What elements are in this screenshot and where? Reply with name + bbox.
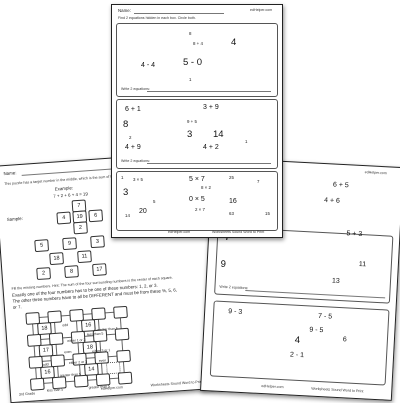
equation-box[interactable]: 6 + 1 3 + 9 8 9 + 5 3 14 2 1 4 + 9 4 + 2… (116, 99, 278, 169)
equation-term: 2 - 1 (289, 351, 305, 360)
equation-term: 20 (139, 208, 147, 215)
equation-term: 2 (129, 135, 132, 140)
equation-term: 25 (229, 175, 234, 180)
footer-site: edHelper.com (168, 230, 191, 234)
write-equations-label: Write 2 equations: (121, 87, 150, 91)
answer-cell[interactable] (114, 327, 130, 341)
equation-term: 8 (123, 119, 129, 130)
equation-term: 3 (123, 187, 129, 198)
brand-label: edHelper.com (250, 8, 273, 12)
instructions: Find 2 equations hidden in each box. Cir… (118, 16, 196, 20)
equation-box[interactable]: 6 + 5 4 + 6 5 + 3 7 9 13 11 Write 2 equa… (214, 181, 394, 304)
footer-tagline: Worksheets Sound Word to Print (212, 230, 265, 234)
name-line (134, 13, 224, 14)
example-equation: 7 + 2 + 6 + 4 = 19 (53, 191, 88, 199)
footer-tagline: Worksheets Sound Word to Print (311, 386, 364, 394)
equation-box[interactable]: 9 - 3 7 - 5 9 - 5 4 2 - 1 6 (209, 300, 390, 386)
equation-term: 9 (220, 258, 227, 270)
hint-label: less than 5 (46, 387, 64, 393)
equation-term: 1 (189, 77, 192, 82)
sample-cell: 9 (62, 237, 77, 251)
example-cell: 2 (73, 221, 88, 235)
hint-label: odd (62, 322, 69, 328)
worksheet-equations-top[interactable]: Name: edHelper.com Find 2 equations hidd… (111, 4, 283, 238)
equation-term: 5 (153, 199, 156, 204)
equation-term: 5 × 7 (189, 176, 205, 183)
equation-term: 1 (245, 139, 248, 144)
equation-term: 4 + 2 (203, 144, 219, 151)
equation-term: 6 + 5 (332, 181, 349, 190)
puzzle-grid: 18 16 odd greater than 5 less than 5 eit… (25, 305, 133, 393)
sample-cell: 3 (90, 235, 105, 249)
equation-term: 7 - 5 (317, 312, 333, 321)
equation-term: 0 × 5 (189, 196, 205, 203)
equation-term: 8 (189, 31, 192, 36)
equation-term: 3 (187, 129, 193, 140)
sample-cell: 5 (34, 239, 50, 253)
equation-term: 9 + 5 (187, 119, 197, 124)
equation-term: 8 × 2 (201, 185, 211, 190)
write-equations-label: Write 2 equations: (219, 284, 249, 291)
equation-term: 3 × 5 (133, 177, 143, 182)
sample-cell: 8 (64, 265, 79, 279)
footer-tagline: Worksheets Sound Word to Print (150, 379, 203, 388)
hint-label: even (64, 349, 72, 355)
equation-term: 9 - 5 (309, 326, 324, 335)
sample-cell: 17 (92, 263, 107, 277)
sample-cell: 11 (77, 250, 92, 264)
write-equations-label: Write 2 equations: (121, 159, 150, 163)
equation-term: 15 (265, 211, 270, 216)
equation-term: 14 (125, 213, 130, 218)
equation-box[interactable]: 8 4 8 + 4 4 - 4 5 - 0 1 Write 2 equation… (116, 23, 278, 97)
equation-term: 4 - 4 (141, 62, 156, 69)
name-label: Name: (118, 8, 131, 13)
name-label: Name: (3, 170, 17, 177)
answer-cell[interactable] (73, 374, 89, 388)
equation-term: 6 (342, 336, 347, 344)
example-cell: 6 (88, 209, 104, 223)
equation-term: 5 - 0 (183, 57, 203, 68)
equation-term: 9 - 3 (228, 308, 243, 316)
equation-term: 4 (231, 37, 237, 48)
equation-term: 5 + 3 (346, 230, 363, 239)
footer-grade: 3rd Grade (18, 391, 36, 397)
equation-term: 8 + 4 (193, 41, 203, 46)
equation-term: 4 + 9 (125, 144, 141, 151)
footer-site: edHelper.com (100, 385, 124, 391)
answer-cell[interactable] (117, 371, 133, 385)
equation-term: 2 × 7 (195, 207, 205, 212)
sample-cell: 18 (49, 252, 64, 266)
example-label: Example: (54, 185, 74, 192)
equation-term: 4 (294, 334, 301, 346)
equation-term: 7 (257, 179, 260, 184)
brand-label: edHelper.com (364, 170, 387, 176)
equation-box[interactable]: 1 3 × 5 5 × 7 25 7 8 × 2 3 0 × 5 5 16 2 … (116, 171, 278, 231)
equation-term: 63 (229, 211, 234, 216)
footer-site: edHelper.com (261, 384, 284, 390)
answer-cell[interactable] (29, 377, 45, 391)
sample-cell: 2 (36, 267, 52, 281)
answer-cell[interactable] (113, 305, 128, 319)
instruction-line: or 7. (12, 304, 22, 310)
equation-term: 16 (229, 198, 237, 205)
sample-label: Sample: (6, 215, 23, 222)
equation-term: 1 (121, 175, 124, 180)
equation-term: 3 + 9 (203, 104, 219, 111)
hint-label: even (98, 358, 107, 363)
example-cell: 4 (56, 211, 72, 225)
equation-term: 4 + 6 (323, 197, 341, 205)
equation-term: 6 + 1 (125, 106, 141, 113)
equation-term: 13 (331, 277, 340, 285)
equation-term: 11 (358, 260, 367, 269)
equation-term: 14 (213, 129, 224, 140)
